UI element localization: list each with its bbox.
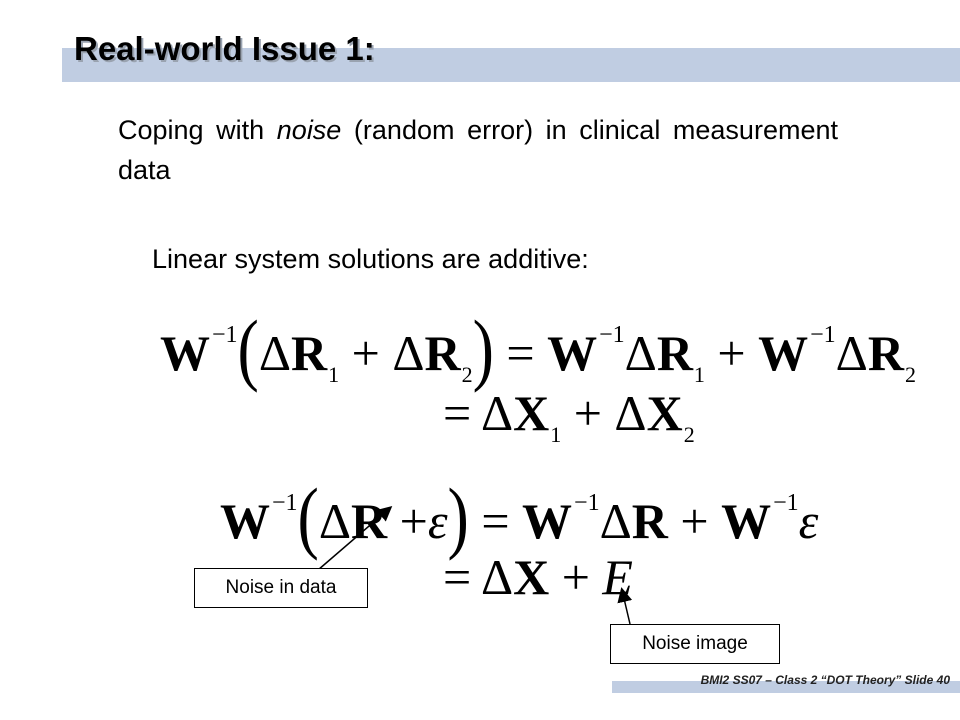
title-bar xyxy=(62,48,960,82)
footer-text: BMI2 SS07 – Class 2 “DOT Theory” Slide 4… xyxy=(700,673,950,687)
callout-noise-image: Noise image xyxy=(610,624,780,664)
equation-2-line-2: = ΔX + E xyxy=(443,549,633,605)
intro-paragraph: Coping with noise (random error) in clin… xyxy=(118,110,838,190)
subheading: Linear system solutions are additive: xyxy=(152,244,589,274)
equation-1-line-2: = ΔX1 + ΔX2 xyxy=(443,385,695,447)
footer-bar xyxy=(612,681,960,693)
equation-1-line-1: W−1(ΔR1 + ΔR2) = W−1ΔR1 + W−1ΔR2 xyxy=(160,304,916,393)
intro-emphasis: noise xyxy=(276,115,342,145)
callout-noise-in-data: Noise in data xyxy=(194,568,368,608)
slide-title: Real-world Issue 1: xyxy=(74,30,375,67)
intro-text-after: (random error) in clinical measurement d… xyxy=(118,115,838,185)
equation-2-line-1: W−1(ΔR +ε) = W−1ΔR + W−1ε xyxy=(220,472,819,561)
intro-text-before: Coping with xyxy=(118,115,277,145)
